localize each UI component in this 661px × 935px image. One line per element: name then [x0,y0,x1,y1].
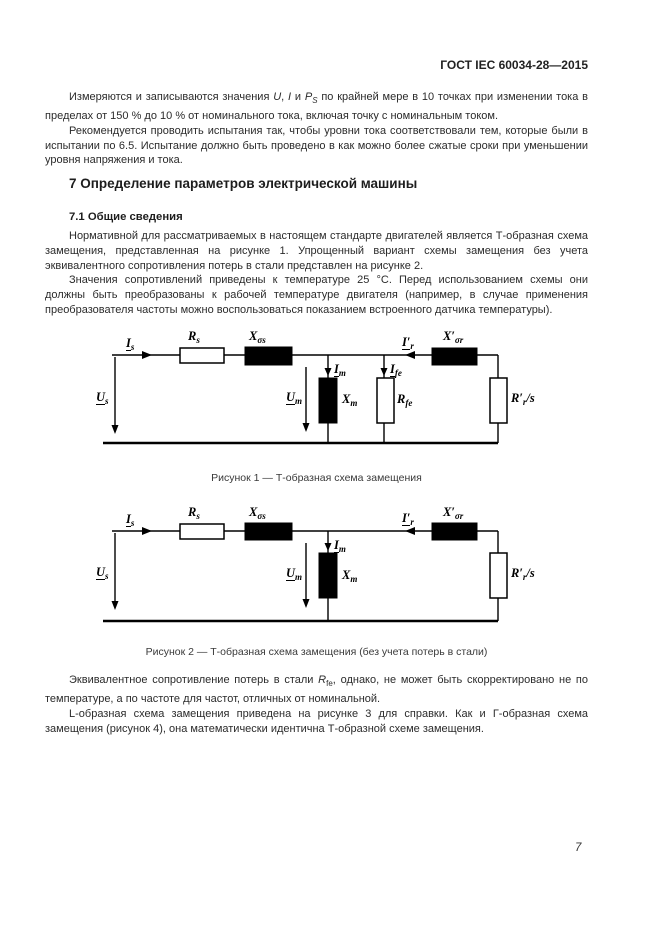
document-number: ГОСТ IEC 60034-28—2015 [440,58,588,72]
label-xsr: X′σr [443,505,464,522]
label-xss: Xσs [249,505,266,522]
rotor-leakage-reactance-box [431,522,478,541]
paragraph: Рекомендуется проводить испытания так, ч… [45,124,588,167]
stator-leakage-reactance-box [244,346,293,366]
label-us: Us [96,565,109,582]
stator-resistance-box [179,523,225,540]
label-um: Um [286,566,303,583]
label-xsr: X′σr [443,329,464,346]
us-arrowhead [111,425,119,434]
stator-resistance-box [179,347,225,364]
ir-current-arrowhead [405,351,415,359]
paragraph: Измеряются и записываются значения U, I … [45,91,589,122]
um-arrowhead [302,423,310,432]
paragraph: L-образная схема замещения приведена на … [45,707,588,735]
label-rrs: R′r/s [511,566,535,583]
label-im: Im [334,362,346,379]
section-text: Нормативной для рассматриваемых в настоя… [45,229,588,318]
um-arrowhead [302,599,310,608]
label-xm: Xm [342,568,358,585]
figure-1-circuit-diagram: Is Rs Xσs I′r X′σr Us Im Um Xm Ife Rfe R… [0,330,661,462]
ife-current-arrowhead [380,368,388,376]
figure-2-caption: Рисунок 2 — Т-образная схема замещения (… [145,646,488,658]
circuit-svg [103,346,508,445]
closing-text: Эквивалентное сопротивление потерь в ста… [45,673,588,736]
paragraph: Эквивалентное сопротивление потерь в ста… [45,674,588,705]
figure-1-caption: Рисунок 1 — Т-образная схема замещения [211,472,422,484]
label-rrs: R′r/s [511,391,535,408]
label-ife: Ife [390,362,402,379]
label-xm: Xm [342,392,358,409]
rotor-leakage-reactance-box [431,347,478,366]
paragraph: Значения сопротивлений приведены к темпе… [45,274,588,316]
intro-text: Измеряются и записываются значения U, I … [45,90,588,168]
circuit-svg [103,522,508,623]
label-is: Is [126,336,135,353]
ironloss-resistance-box [376,377,395,424]
us-arrowhead [111,601,119,610]
label-im: Im [334,538,346,555]
page-number: 7 [575,842,582,854]
label-ir: I′r [402,511,414,528]
label-rs: Rs [188,505,200,522]
subsection-heading: 7.1 Общие сведения [69,211,183,223]
ir-current-arrowhead [405,527,415,535]
section-heading: 7 Определение параметров электрической м… [69,176,418,191]
stator-leakage-reactance-box [244,522,293,541]
paragraph: Нормативной для рассматриваемых в настоя… [45,230,588,272]
figure-2-circuit-diagram: Is Rs Xσs I′r X′σr Us Im Um Xm R′r/s [0,505,661,635]
magnetizing-reactance-box [318,552,338,599]
magnetizing-reactance-box [318,377,338,424]
label-rs: Rs [188,329,200,346]
label-rfe: Rfe [397,392,413,409]
label-um: Um [286,390,303,407]
rotor-resistance-box [489,377,508,424]
im-current-arrowhead [324,368,332,376]
is-current-arrowhead [142,527,152,535]
label-xss: Xσs [249,329,266,346]
im-current-arrowhead [324,543,332,551]
label-us: Us [96,390,109,407]
rotor-resistance-box [489,552,508,599]
is-current-arrowhead [142,351,152,359]
label-ir: I′r [402,335,414,352]
label-is: Is [126,512,135,529]
